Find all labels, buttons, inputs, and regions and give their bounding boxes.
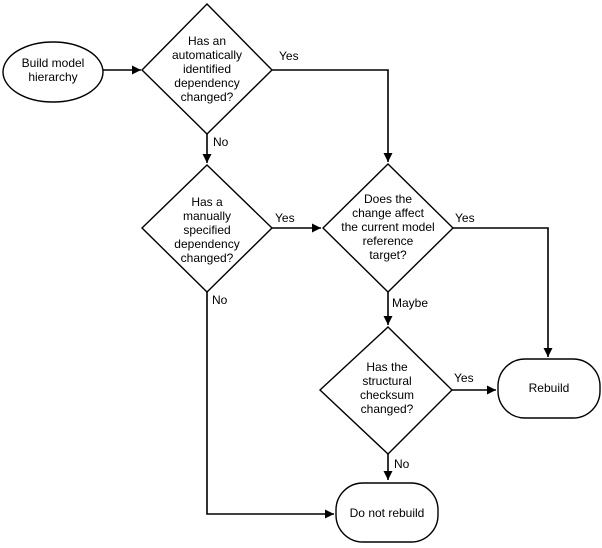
node-start-line: Build model xyxy=(22,56,85,70)
node-decision-manual-dependency: Has a manually specified dependency chan… xyxy=(140,164,274,293)
node-manual-dep-line: manually xyxy=(183,209,231,223)
node-decision-reference-target: Does the change affect the current model… xyxy=(322,163,454,293)
edge-label-auto-no: No xyxy=(213,135,229,149)
edge-ref-maybe: Maybe xyxy=(383,292,428,325)
connector-line xyxy=(272,69,393,162)
edge-label-ref-maybe: Maybe xyxy=(392,296,428,310)
edge-label-checksum-no: No xyxy=(394,457,410,471)
node-auto-dep-line: Has an xyxy=(188,34,226,48)
node-rebuild-label: Rebuild xyxy=(529,381,570,395)
node-ref-target-line: reference xyxy=(363,234,414,248)
node-checksum-line: structural xyxy=(362,374,411,388)
connector-line xyxy=(206,292,334,519)
terminator-shape xyxy=(335,482,439,543)
decision-shape xyxy=(141,3,273,135)
decision-shape xyxy=(140,164,274,293)
edge-label-ref-yes: Yes xyxy=(455,211,475,225)
node-start: Build model hierarchy xyxy=(2,41,104,103)
node-auto-dep-line: identified xyxy=(183,62,231,76)
node-decision-auto-dependency: Has an automatically identified dependen… xyxy=(141,3,273,135)
node-auto-dep-line: changed? xyxy=(181,90,234,104)
edge-label-auto-yes: Yes xyxy=(279,49,299,63)
decision-shape xyxy=(322,163,454,293)
node-manual-dep-line: specified xyxy=(183,223,230,237)
node-rebuild: Rebuild xyxy=(497,358,601,419)
edge-manual-no: No xyxy=(206,292,334,519)
node-auto-dep-line: automatically xyxy=(172,48,242,62)
node-manual-dep-line: dependency xyxy=(174,237,239,251)
decision-shape xyxy=(318,326,453,455)
terminator-shape xyxy=(497,358,601,419)
node-start-line: hierarchy xyxy=(28,70,77,84)
node-ref-target-line: change affect xyxy=(352,206,425,220)
edge-auto-yes: Yes xyxy=(272,49,393,162)
node-manual-dep-line: changed? xyxy=(181,251,234,265)
node-ref-target-line: the current model xyxy=(341,220,434,234)
edge-checksum-no: No xyxy=(383,454,410,480)
connector-line xyxy=(453,227,553,357)
edge-label-manual-no: No xyxy=(212,293,228,307)
edge-auto-no: No xyxy=(202,134,229,163)
node-auto-dep-line: dependency xyxy=(174,76,239,90)
terminator-shape xyxy=(2,41,104,103)
node-checksum-line: Has the xyxy=(366,360,408,374)
node-ref-target-line: target? xyxy=(369,248,407,262)
node-do-not-rebuild: Do not rebuild xyxy=(335,482,439,543)
edge-checksum-yes: Yes xyxy=(452,371,496,395)
node-decision-structural-checksum: Has the structural checksum changed? xyxy=(318,326,453,455)
edge-manual-yes: Yes xyxy=(272,211,321,233)
node-checksum-line: changed? xyxy=(361,402,414,416)
node-checksum-line: checksum xyxy=(360,388,414,402)
node-manual-dep-line: Has a xyxy=(191,195,223,209)
node-do-not-rebuild-label: Do not rebuild xyxy=(350,506,425,520)
edge-label-checksum-yes: Yes xyxy=(454,371,474,385)
node-ref-target-line: Does the xyxy=(364,192,412,206)
edge-ref-yes: Yes xyxy=(453,211,553,357)
edge-label-manual-yes: Yes xyxy=(275,211,295,225)
